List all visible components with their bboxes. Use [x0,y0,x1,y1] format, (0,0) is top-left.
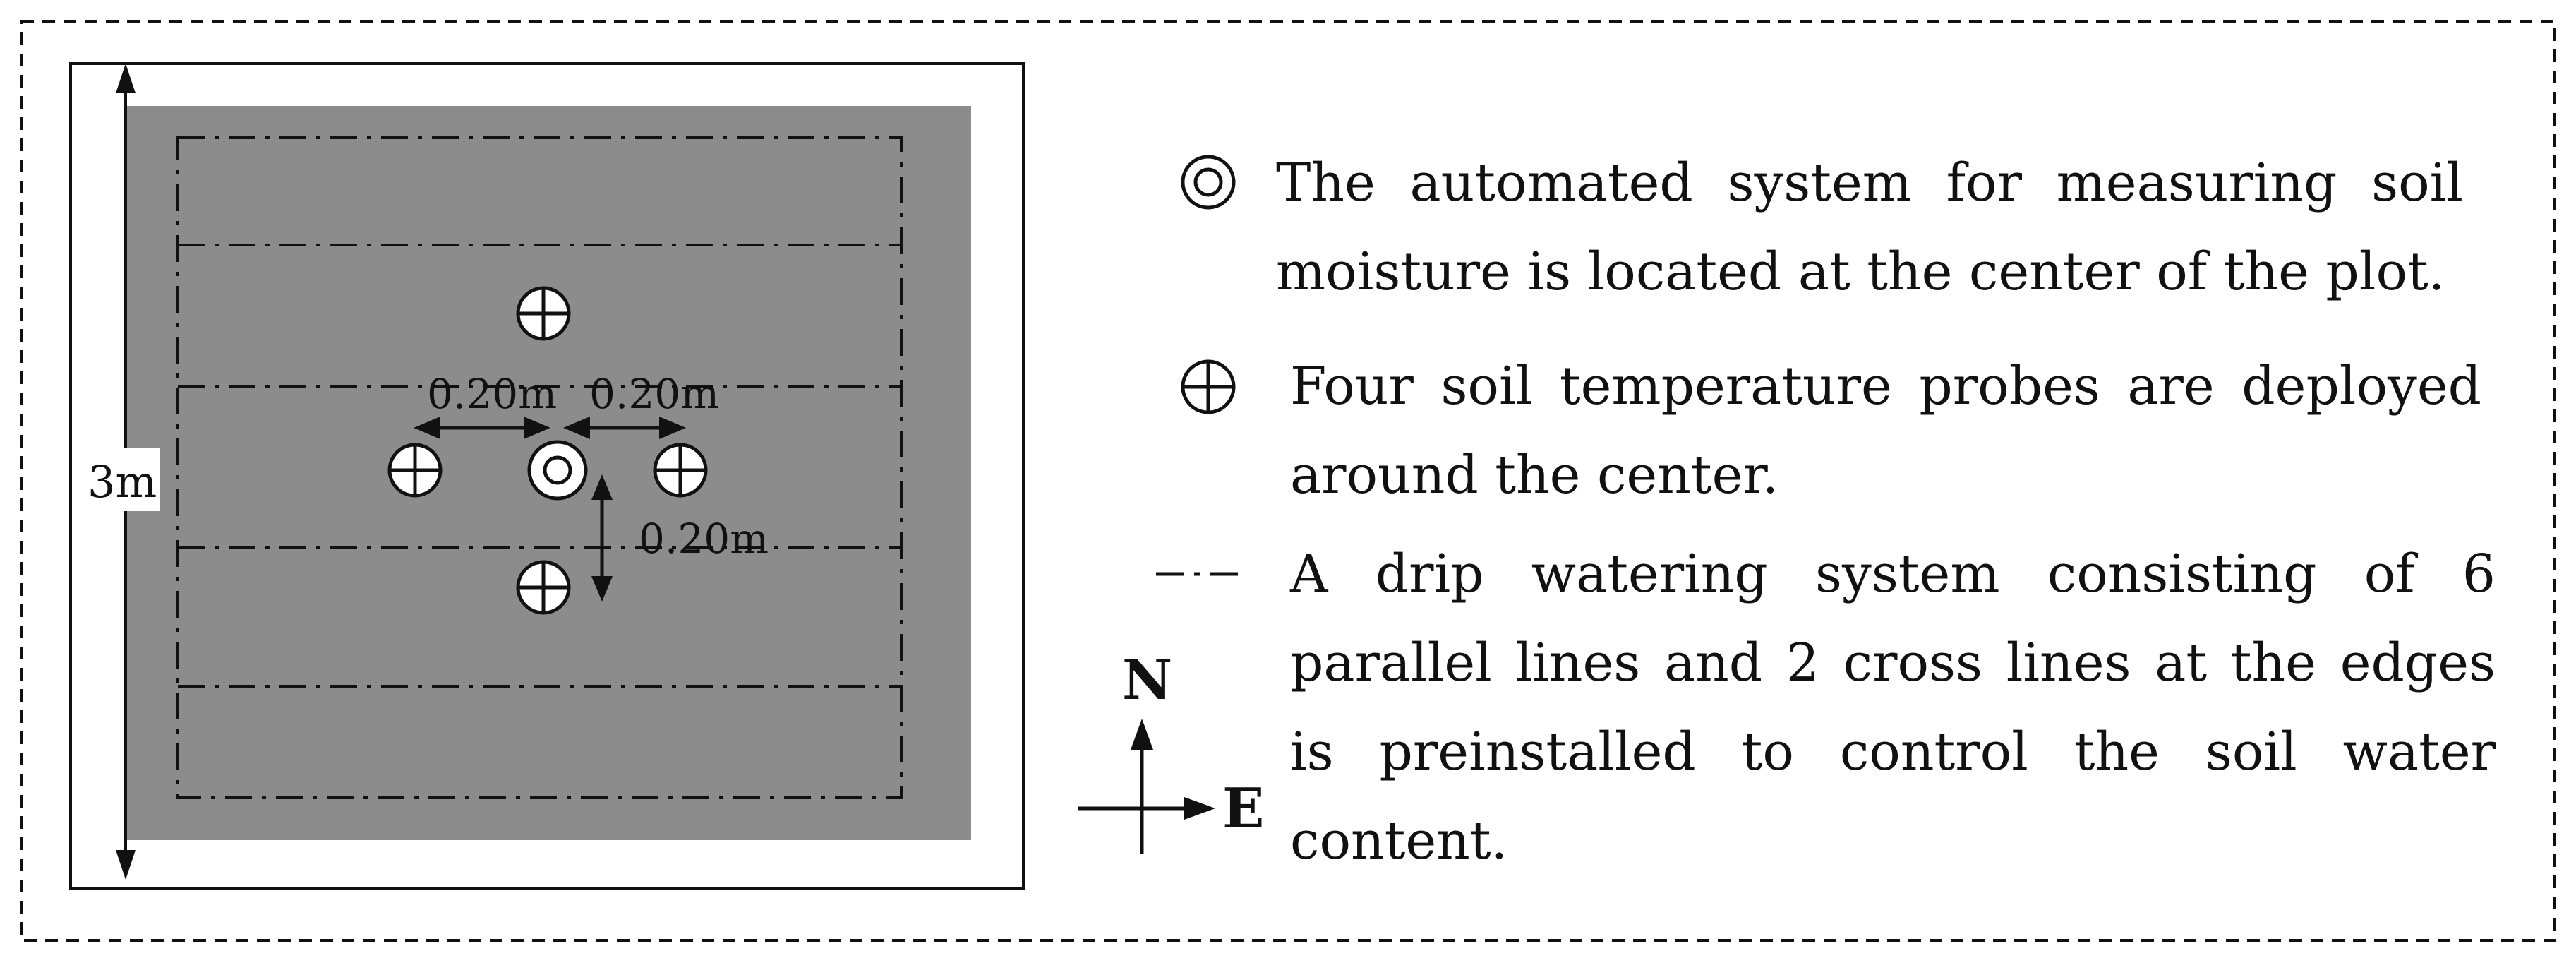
temperature-probe-east [653,443,708,498]
circle-plus-icon [1181,359,1236,414]
spacing-label-west: 0.20m [427,370,557,418]
double-circle-icon [1181,155,1236,210]
compass-icon [1078,719,1215,854]
dimension-label-bg [82,448,160,511]
compass-north-label: N [1122,648,1172,712]
spacing-label-south: 0.20m [639,515,769,563]
legend-text-moisture-system: The automated system for measuring soil … [1276,152,2463,302]
temperature-probe-north [516,286,571,341]
plot-frame [69,62,1025,890]
outer-dashed-frame [20,20,2556,942]
temperature-probe-west [387,443,443,498]
spacing-arrow-vertical [591,474,613,602]
soil-moisture-system [527,440,588,501]
plot-size-label: 3m [88,456,157,508]
legend-text-temperature-probes: Four soil temperature probes are deploye… [1290,356,2481,506]
spacing-label-east: 0.20m [589,370,719,418]
drip-line-boundary [176,136,903,799]
legend-text-drip-system: A drip watering system consisting of 6 p… [1290,544,2496,871]
temperature-probe-south [516,560,571,615]
spacing-arrows-horizontal [414,417,686,439]
compass-east-label: E [1222,777,1264,841]
